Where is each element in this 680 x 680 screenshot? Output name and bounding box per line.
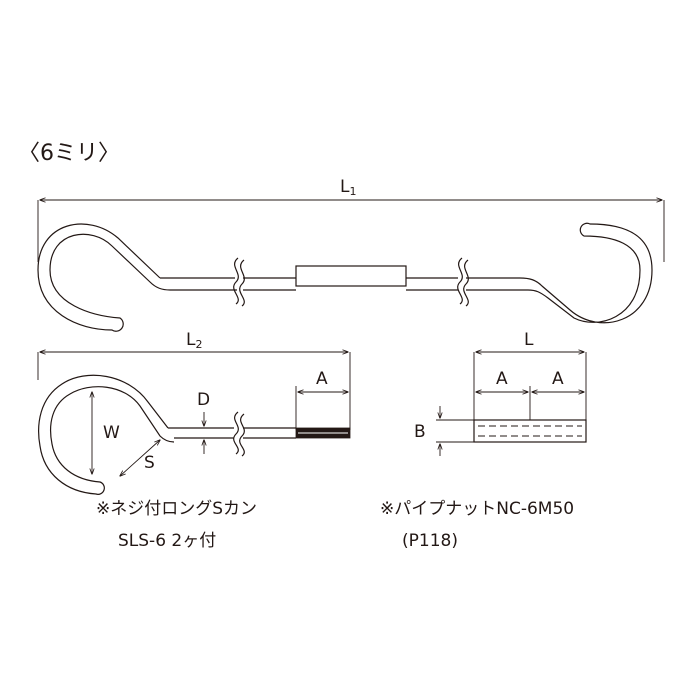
- l1-letter: L: [340, 177, 350, 197]
- pn-body: [473, 419, 587, 443]
- s-dimension-line: [120, 440, 160, 476]
- break-mark-right: [457, 257, 463, 305]
- s-kan-note-line2: SLS-6 2ヶ付: [118, 531, 216, 551]
- break-mark-left: [233, 257, 239, 305]
- pn-b-label: B: [414, 422, 426, 442]
- l2-letter: L: [186, 330, 196, 350]
- pipe-nut-detail-drawing: L A A B ※パイプナットNC-6M50 (P118): [380, 330, 587, 551]
- pn-l-label: L: [524, 330, 534, 350]
- d-label: D: [197, 390, 210, 410]
- right-s-hook: [519, 222, 653, 324]
- a-label: A: [316, 369, 328, 389]
- top-assembly-drawing: L1: [37, 177, 665, 332]
- pipe-nut: [295, 265, 407, 287]
- break-mark-left-2: [239, 259, 245, 307]
- l1-subscript: 1: [349, 185, 356, 198]
- l1-label: L1: [340, 177, 356, 198]
- s-kan-note-line1: ※ネジ付ロングSカン: [96, 499, 257, 519]
- shank-break-1: [233, 411, 239, 455]
- break-mark-right-2: [463, 259, 469, 307]
- l2-subscript: 2: [195, 338, 202, 351]
- pn-a-left-label: A: [496, 369, 508, 389]
- left-s-hook: [37, 223, 171, 332]
- pipe-nut-note-line1: ※パイプナットNC-6M50: [380, 499, 574, 519]
- pipe-nut-note-line2: (P118): [402, 531, 458, 551]
- s-kan-detail-drawing: L2 A D W S ※ネジ付ロングSカン SLS-6 2ヶ付: [37, 330, 351, 551]
- shank-break-2: [239, 413, 245, 457]
- l2-label: L2: [186, 330, 202, 351]
- s-label: S: [144, 453, 155, 473]
- pn-a-right-label: A: [552, 369, 564, 389]
- heading: 〈6ミリ〉: [18, 141, 120, 166]
- s-kan-hook: [38, 374, 175, 495]
- w-label: W: [103, 423, 120, 443]
